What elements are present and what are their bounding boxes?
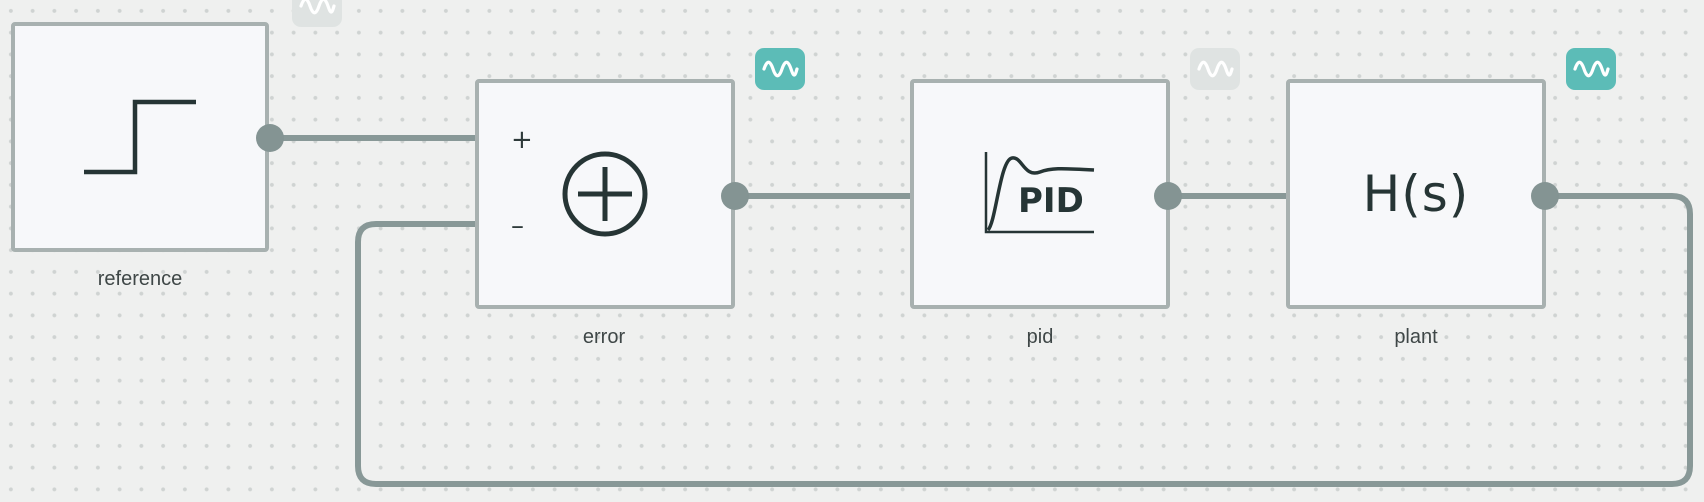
scope-reference-icon[interactable] (292, 0, 342, 27)
port-error-output[interactable] (721, 182, 749, 210)
block-error[interactable] (475, 79, 735, 309)
wire-plant-feedback-to-error (355, 193, 1693, 487)
pid-icon: PID (984, 152, 1096, 236)
input-sign-plus: + (511, 125, 533, 155)
block-reference[interactable] (11, 22, 269, 252)
input-sign-minus: – (511, 211, 524, 241)
block-plant[interactable]: H(s) (1286, 79, 1546, 309)
port-pid-output[interactable] (1154, 182, 1182, 210)
block-label-error: error (582, 326, 626, 348)
block-label-reference: reference (97, 268, 183, 290)
port-reference-output[interactable] (256, 124, 284, 152)
scope-error-icon[interactable] (755, 48, 805, 90)
block-pid[interactable]: PID (910, 79, 1170, 309)
step-icon (84, 99, 196, 175)
block-label-plant: plant (1394, 326, 1438, 348)
pid-icon-text: PID (1018, 181, 1084, 221)
transfer-function-icon: H(s) (1362, 165, 1470, 223)
block-label-pid: pid (1026, 326, 1054, 348)
port-plant-output[interactable] (1531, 182, 1559, 210)
sum-icon (562, 151, 648, 237)
scope-plant-icon[interactable] (1566, 48, 1616, 90)
scope-pid-icon[interactable] (1190, 48, 1240, 90)
